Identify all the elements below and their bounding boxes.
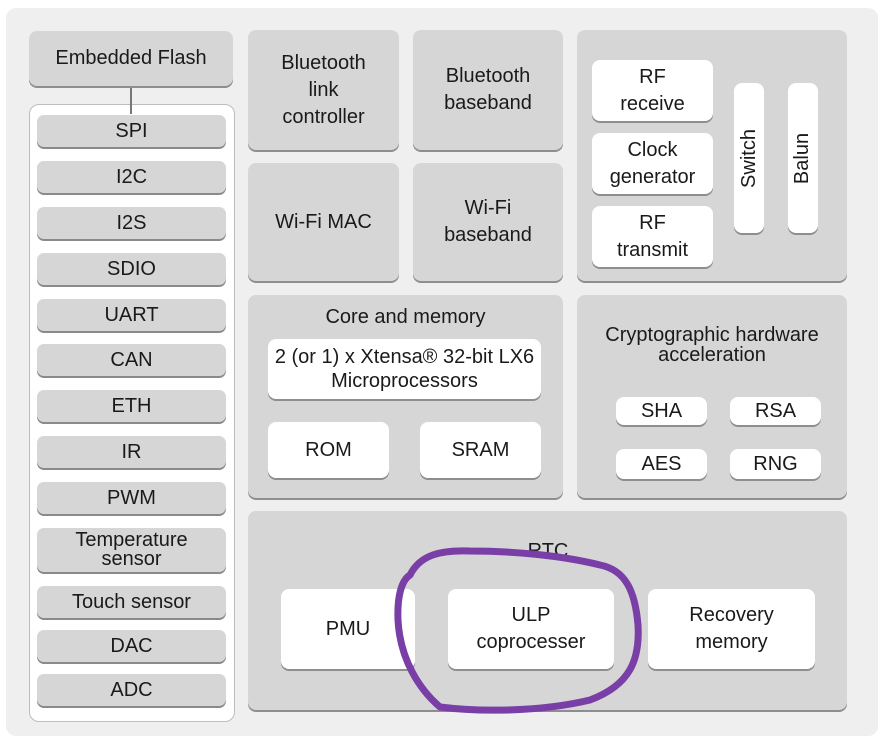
peripheral-eth: ETH xyxy=(37,390,226,422)
bluetooth-link-controller-block: Bluetooth link controller xyxy=(248,30,399,150)
clock-generator-block: Clock generator xyxy=(592,133,713,194)
rf-transmit-block: RF transmit xyxy=(592,206,713,267)
peripheral-i2c: I2C xyxy=(37,161,226,193)
flash-spi-connector xyxy=(130,88,132,114)
crypto-title: Cryptographic hardware acceleration xyxy=(605,324,819,366)
crypto-rng: RNG xyxy=(730,449,821,479)
sram-block: SRAM xyxy=(420,422,541,478)
processor-block: 2 (or 1) x Xtensa® 32-bit LX6 Microproce… xyxy=(268,339,541,399)
peripheral-touch-sensor: Touch sensor xyxy=(37,586,226,618)
peripheral-adc: ADC xyxy=(37,674,226,706)
ulp-coprocessor-block: ULP coprocesser xyxy=(448,589,614,669)
peripheral-uart: UART xyxy=(37,299,226,331)
crypto-sha: SHA xyxy=(616,397,707,425)
balun-block: Balun xyxy=(788,83,818,233)
rtc-title: RTC xyxy=(527,540,569,562)
pmu-block: PMU xyxy=(281,589,415,669)
crypto-aes: AES xyxy=(616,449,707,479)
wifi-mac-block: Wi-Fi MAC xyxy=(248,163,399,281)
embedded-flash-block: Embedded Flash xyxy=(29,31,233,86)
wifi-baseband-block: Wi-Fi baseband xyxy=(413,163,563,281)
peripheral-pwm: PWM xyxy=(37,482,226,514)
rom-block: ROM xyxy=(268,422,389,478)
crypto-rsa: RSA xyxy=(730,397,821,425)
peripheral-sdio: SDIO xyxy=(37,253,226,285)
peripheral-i2s: I2S xyxy=(37,207,226,239)
peripheral-spi: SPI xyxy=(37,115,226,147)
switch-block: Switch xyxy=(734,83,764,233)
peripheral-temperature-sensor: Temperature sensor xyxy=(37,528,226,572)
recovery-memory-block: Recovery memory xyxy=(648,589,815,669)
rf-receive-block: RF receive xyxy=(592,60,713,121)
peripheral-can: CAN xyxy=(37,344,226,376)
peripheral-ir: IR xyxy=(37,436,226,468)
core-memory-title: Core and memory xyxy=(325,306,486,328)
bluetooth-baseband-block: Bluetooth baseband xyxy=(413,30,563,150)
peripheral-dac: DAC xyxy=(37,630,226,662)
embedded-flash-label: Embedded Flash xyxy=(55,47,207,69)
